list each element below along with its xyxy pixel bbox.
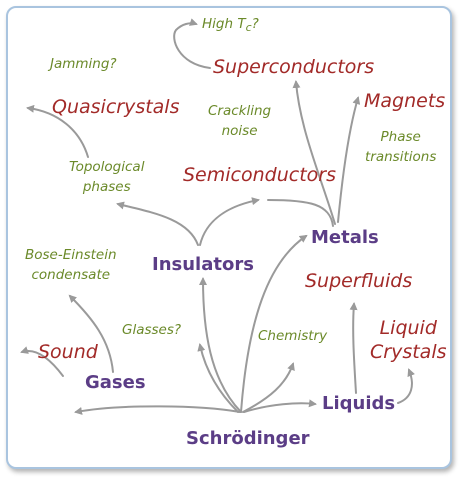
annotation-topological-phases: Topological phases: [69, 157, 144, 197]
arrow-liquids-liquidcrystals: [397, 368, 415, 404]
bec-line2: condensate: [31, 267, 111, 283]
arrow-insulators-topological: [116, 201, 199, 246]
liquid-crystals-line2: Crystals: [370, 341, 447, 363]
annotation-jamming: Jamming?: [50, 56, 117, 72]
arrow-metals-semiconductors: [267, 199, 334, 227]
node-schrodinger: Schrödinger: [186, 428, 310, 449]
arrow-schrodinger-glasses: [197, 343, 239, 413]
annotation-chemistry: Chemistry: [258, 328, 328, 344]
crackling-line1: Crackling: [208, 103, 272, 119]
topological-line2: phases: [82, 179, 131, 195]
annotation-bose-einstein: Bose-Einstein condensate: [25, 245, 117, 285]
liquid-crystals-line1: Liquid: [379, 317, 437, 339]
arrow-schrodinger-metals: [240, 234, 308, 413]
arrow-superconductors-hightc: [173, 18, 211, 69]
high-tc-suffix: ?: [251, 16, 259, 32]
node-insulators: Insulators: [152, 254, 254, 275]
node-liquid-crystals: Liquid Crystals: [370, 316, 447, 364]
node-quasicrystals: Quasicrystals: [52, 96, 180, 118]
crackling-line2: noise: [221, 123, 258, 139]
arrow-schrodinger-gases: [74, 405, 241, 415]
node-superconductors: Superconductors: [213, 56, 375, 78]
annotation-phase-transitions: Phase transitions: [365, 127, 436, 167]
arrow-insulators-semiconductors: [199, 197, 260, 246]
node-sound: Sound: [38, 341, 98, 363]
arrow-gases-sound: [20, 346, 64, 377]
topological-line1: Topological: [69, 159, 145, 175]
phase-line2: transitions: [365, 149, 437, 165]
node-gases: Gases: [85, 372, 146, 393]
node-superfluids: Superfluids: [305, 270, 413, 292]
node-liquids: Liquids: [322, 393, 396, 414]
high-tc-subscript: c: [245, 21, 252, 34]
annotation-high-tc: High Tc?: [202, 14, 259, 38]
node-magnets: Magnets: [364, 90, 446, 112]
arrow-metals-superconductors: [292, 80, 336, 225]
node-semiconductors: Semiconductors: [183, 164, 336, 186]
annotation-glasses: Glasses?: [122, 322, 182, 338]
node-metals: Metals: [311, 227, 379, 248]
high-tc-prefix: High T: [202, 16, 246, 32]
arrow-gases-bec: [68, 294, 114, 373]
arrow-schrodinger-liquids: [243, 399, 317, 413]
annotation-crackling-noise: Crackling noise: [208, 101, 271, 141]
arrow-metals-magnets: [337, 96, 361, 223]
arrow-schrodinger-chemistry: [242, 362, 295, 413]
arrow-schrodinger-insulators: [199, 277, 242, 413]
phase-line1: Phase: [380, 129, 421, 145]
arrow-liquids-superfluids: [349, 302, 358, 394]
bec-line1: Bose-Einstein: [25, 247, 117, 263]
arrow-topological-quasicrystals: [26, 104, 89, 158]
diagram-frame: [6, 6, 452, 469]
